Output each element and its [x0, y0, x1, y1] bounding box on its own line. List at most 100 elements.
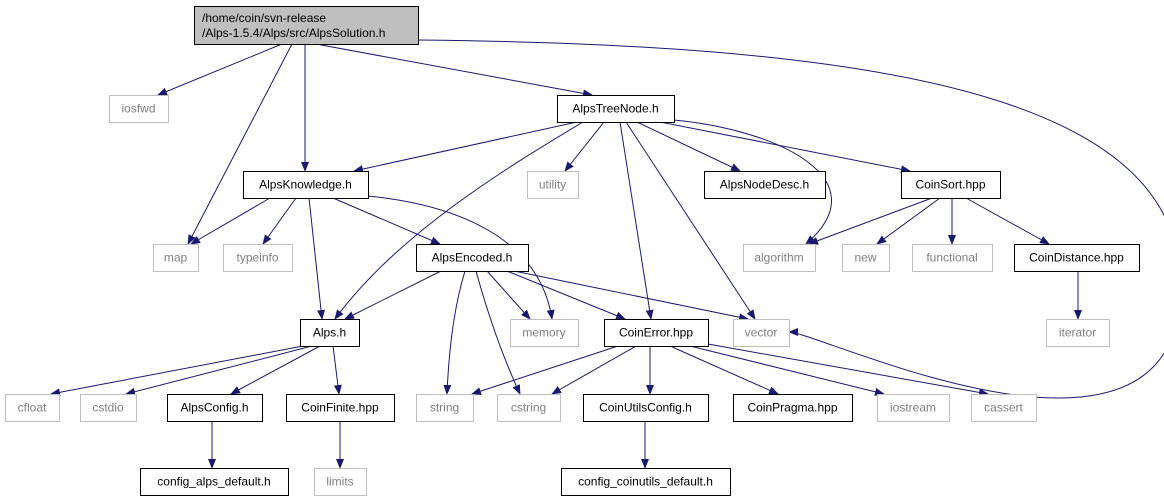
node-label-cassert: cassert: [984, 401, 1023, 415]
edge-CoinError-to-iostream: [689, 345, 885, 396]
node-label-string: string: [430, 401, 459, 415]
node-label-root-line-1: /Alps-1.5.4/Alps/src/AlpsSolution.h: [202, 26, 385, 40]
edge-AlpsTreeNode-to-AlpsKnowledge: [353, 121, 578, 173]
edge-AlpsTreeNode-to-CoinError: [619, 121, 654, 320]
node-CoinError[interactable]: CoinError.hpp: [604, 319, 709, 347]
edge-AlpsKnowledge-to-map: [190, 197, 271, 245]
node-label-map: map: [164, 251, 188, 265]
edge-CoinError-to-cassert: [707, 343, 989, 397]
node-CoinUtilsConfig[interactable]: CoinUtilsConfig.h: [583, 394, 709, 422]
node-label-vector: vector: [745, 326, 778, 340]
node-config_alps_default[interactable]: config_alps_default.h: [140, 468, 289, 496]
node-label-CoinUtilsConfig: CoinUtilsConfig.h: [599, 401, 692, 415]
node-box-CoinPragma: [733, 394, 853, 422]
node-label-utility: utility: [539, 178, 566, 192]
node-label-AlpsTreeNode: AlpsTreeNode.h: [572, 102, 658, 116]
node-AlpsEncoded[interactable]: AlpsEncoded.h: [416, 244, 529, 272]
node-label-iostream: iostream: [890, 401, 936, 415]
edge-AlpsEncoded-to-CoinError: [506, 270, 626, 320]
node-cstring: cstring: [497, 394, 561, 422]
node-box-string: [416, 394, 474, 422]
node-box-cstring: [497, 394, 561, 422]
edge-AlpsTreeNode-to-algorithm: [673, 119, 832, 245]
node-CoinSort[interactable]: CoinSort.hpp: [901, 171, 1001, 199]
node-memory: memory: [510, 319, 579, 347]
node-label-root-line-0: /home/coin/svn-release: [202, 11, 326, 25]
node-cassert: cassert: [971, 394, 1037, 422]
edge-AlpsTreeNode-to-CoinSort: [659, 121, 911, 174]
node-config_coinutils_default[interactable]: config_coinutils_default.h: [561, 468, 731, 496]
node-box-AlpsTreeNode: [557, 95, 675, 123]
edge-CoinError-to-cstring: [551, 345, 637, 395]
node-label-typeinfo: typeinfo: [236, 251, 278, 265]
node-iosfwd: iosfwd: [109, 95, 169, 123]
edge-AlpsEncoded-to-cstring: [475, 270, 521, 395]
edge-CoinSort-to-CoinDistance: [965, 197, 1050, 245]
node-label-AlpsConfig: AlpsConfig.h: [180, 401, 248, 415]
edge-Alps-to-CoinFinite: [332, 345, 342, 395]
node-box-memory: [510, 319, 579, 347]
edge-CoinError-to-string: [471, 345, 619, 395]
node-AlpsConfig[interactable]: AlpsConfig.h: [167, 394, 263, 422]
node-box-cfloat: [5, 394, 60, 422]
edge-AlpsTreeNode-to-utility: [564, 121, 605, 172]
nodes-layer: /home/coin/svn-release/Alps-1.5.4/Alps/s…: [5, 6, 1140, 496]
node-label-cstring: cstring: [511, 401, 546, 415]
node-functional: functional: [912, 244, 993, 272]
node-box-typeinfo: [223, 244, 293, 272]
node-iostream: iostream: [877, 394, 950, 422]
node-AlpsTreeNode[interactable]: AlpsTreeNode.h: [557, 95, 675, 123]
node-box-root: [194, 6, 419, 45]
edge-Alps-to-AlpsConfig: [230, 345, 321, 395]
node-box-functional: [912, 244, 993, 272]
node-box-CoinSort: [901, 171, 1001, 199]
edge-AlpsEncoded-to-memory: [486, 270, 531, 320]
node-utility: utility: [527, 171, 579, 199]
node-Alps[interactable]: Alps.h: [300, 319, 360, 347]
edge-AlpsTreeNode-to-vector: [625, 121, 756, 320]
node-box-Alps: [300, 319, 360, 347]
node-box-AlpsEncoded: [416, 244, 529, 272]
node-box-new: [842, 244, 890, 272]
node-CoinPragma[interactable]: CoinPragma.hpp: [733, 394, 853, 422]
edge-AlpsEncoded-to-vector: [513, 270, 749, 322]
edge-root-to-AlpsTreeNode: [315, 43, 593, 98]
node-box-CoinFinite: [286, 394, 395, 422]
node-label-CoinDistance: CoinDistance.hpp: [1029, 251, 1124, 265]
node-CoinDistance[interactable]: CoinDistance.hpp: [1014, 244, 1140, 272]
node-label-AlpsKnowledge: AlpsKnowledge.h: [259, 178, 352, 192]
node-vector: vector: [733, 319, 790, 347]
node-label-AlpsEncoded: AlpsEncoded.h: [432, 251, 513, 265]
edge-root-to-vector: [417, 39, 1164, 399]
node-AlpsNodeDesc[interactable]: AlpsNodeDesc.h: [704, 171, 826, 199]
node-limits: limits: [314, 468, 367, 496]
edge-AlpsKnowledge-to-typeinfo: [262, 197, 297, 245]
node-root[interactable]: /home/coin/svn-release/Alps-1.5.4/Alps/s…: [194, 6, 419, 45]
node-box-algorithm: [743, 244, 816, 272]
node-label-limits: limits: [326, 475, 353, 489]
node-box-cassert: [971, 394, 1037, 422]
edge-AlpsEncoded-to-string: [443, 270, 466, 395]
node-label-memory: memory: [522, 326, 565, 340]
node-label-CoinError: CoinError.hpp: [619, 326, 693, 340]
edge-Alps-to-cstdio: [125, 345, 313, 396]
node-label-Alps: Alps.h: [313, 326, 346, 340]
node-AlpsKnowledge[interactable]: AlpsKnowledge.h: [243, 171, 369, 199]
edge-CoinError-to-CoinPragma: [669, 345, 779, 395]
node-box-map: [153, 244, 199, 272]
node-box-AlpsConfig: [167, 394, 263, 422]
node-algorithm: algorithm: [743, 244, 816, 272]
node-box-iostream: [877, 394, 950, 422]
node-box-AlpsNodeDesc: [704, 171, 826, 199]
node-CoinFinite[interactable]: CoinFinite.hpp: [286, 394, 395, 422]
edges-layer: [50, 39, 1164, 469]
node-label-config_alps_default: config_alps_default.h: [157, 475, 270, 489]
node-label-CoinPragma: CoinPragma.hpp: [747, 401, 837, 415]
node-label-new: new: [854, 251, 876, 265]
node-iterator: iterator: [1046, 319, 1110, 347]
node-typeinfo: typeinfo: [223, 244, 293, 272]
node-label-algorithm: algorithm: [754, 251, 803, 265]
node-box-vector: [733, 319, 790, 347]
node-box-CoinDistance: [1014, 244, 1140, 272]
edge-AlpsTreeNode-to-AlpsNodeDesc: [636, 121, 741, 172]
